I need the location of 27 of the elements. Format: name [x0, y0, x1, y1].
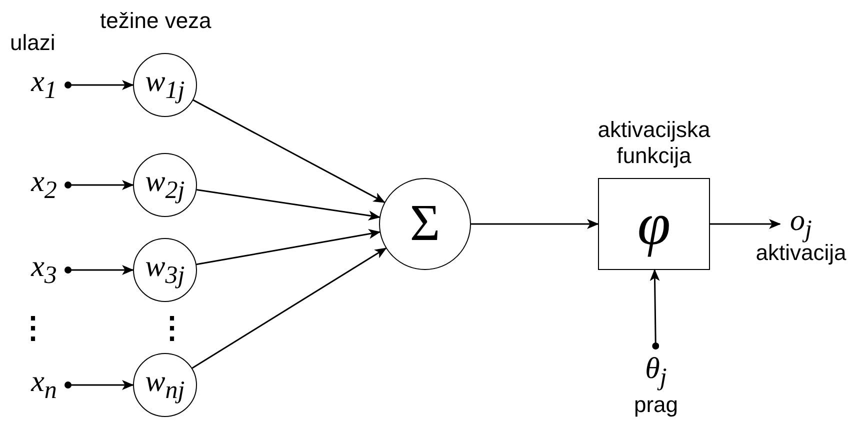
heading-label: težine veza — [100, 8, 212, 34]
arrow — [64, 180, 134, 190]
weight-symbol: w$_{3j}$ — [145, 252, 185, 288]
math-symbol: x$_{3}$ — [26, 253, 62, 287]
math-symbol: x$_{1}$ — [26, 68, 62, 102]
arrow — [64, 380, 134, 390]
arrow — [196, 229, 381, 266]
weight-symbol: w$_{1j}$ — [145, 67, 185, 103]
heading-label: ulazi — [10, 30, 56, 56]
math-symbol: x$_{n}$ — [26, 368, 62, 402]
arrow — [64, 265, 134, 275]
arrow — [196, 189, 380, 220]
box-heading: aktivacijska funkcija — [596, 117, 712, 170]
arrow — [471, 219, 599, 229]
arrow — [192, 248, 387, 369]
ellipsis-mark: ⋮ — [157, 311, 187, 346]
math-symbol: x$_{2}$ — [26, 168, 62, 202]
node-label: aktivacija — [756, 242, 846, 264]
arrow — [710, 219, 781, 229]
node-label: prag — [634, 394, 678, 416]
ellipsis-mark: ⋮ — [18, 311, 48, 346]
arrow — [650, 269, 660, 350]
weight-symbol: w$_{nj}$ — [145, 367, 185, 403]
weight-symbol: w$_{2j}$ — [145, 167, 185, 203]
sigma-symbol: Σ — [410, 198, 440, 250]
arrow — [64, 80, 134, 90]
arrow — [192, 99, 386, 203]
